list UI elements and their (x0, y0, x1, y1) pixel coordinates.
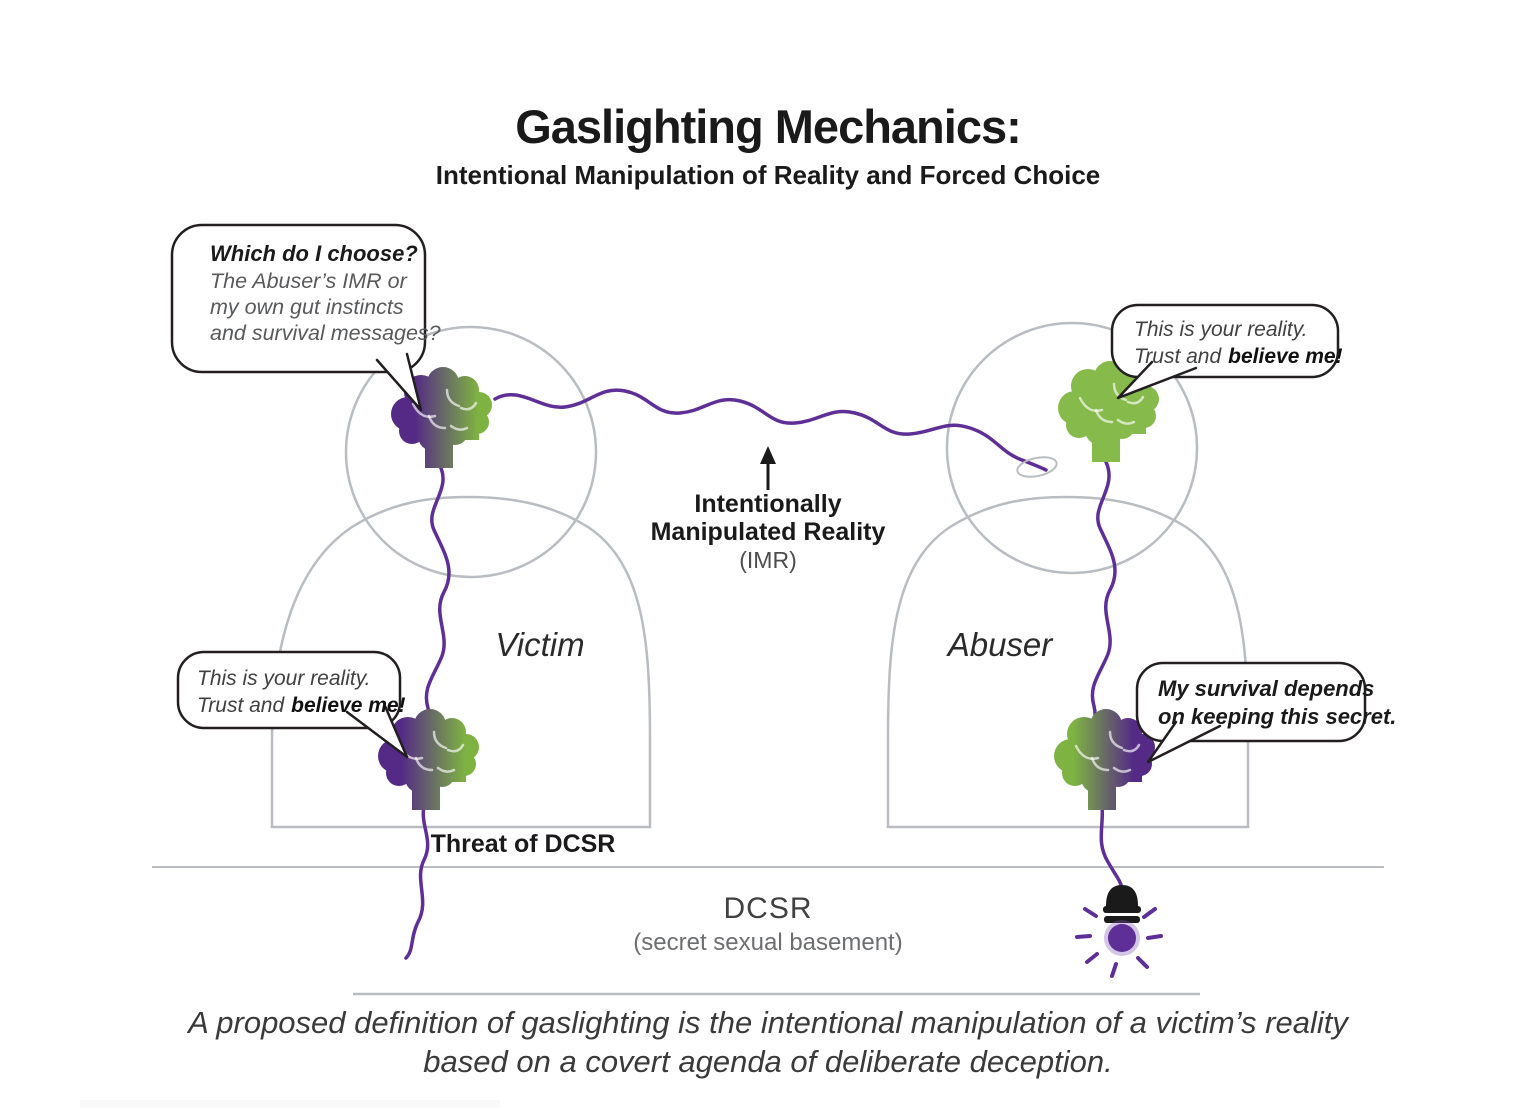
victim-label: Victim (495, 626, 584, 663)
victim-body-outline (270, 495, 652, 829)
abuser-head-bubble-line1: This is your reality. (1134, 318, 1308, 341)
abuser-label: Abuser (946, 626, 1055, 663)
caption-line2: based on a covert agenda of deliberate d… (423, 1044, 1112, 1079)
abuser-gut-bubble-line2: on keeping this secret. (1158, 704, 1396, 729)
victim-head-speech-bubble: Which do I choose? The Abuser’s IMR or m… (170, 223, 441, 412)
dcsr-subtitle: (secret sexual basement) (633, 929, 902, 956)
imr-label-line1: Intentionally (694, 490, 841, 518)
page-title: Gaslighting Mechanics: (515, 100, 1021, 153)
abuser-cord (1089, 460, 1124, 890)
victim-head-bubble-line4: and survival messages? (210, 321, 441, 345)
victim-head-bubble-line1: Which do I choose? (210, 241, 418, 266)
cutoff-text-remnant (80, 1100, 500, 1108)
speech-bubble-tail-icon (375, 352, 423, 412)
victim-gut-bubble-line1: This is your reality. (197, 667, 371, 690)
speech-bubble-tail-icon (1146, 720, 1222, 764)
page-subtitle: Intentional Manipulation of Reality and … (436, 160, 1101, 190)
imr-wave-line (493, 388, 1048, 472)
abuser-body-outline (886, 495, 1250, 829)
abuser-ear-icon (1016, 456, 1058, 478)
imr-label-line3: (IMR) (739, 547, 796, 573)
imr-label-line2: Manipulated Reality (651, 518, 886, 546)
figure-outlines (152, 321, 1384, 996)
bulb-rays-icon (1075, 907, 1163, 978)
imr-annotation: Intentionally Manipulated Reality (IMR) (651, 446, 886, 573)
imr-arrowhead-icon (760, 446, 776, 464)
abuser-gut-speech-bubble: My survival depends on keeping this secr… (1135, 661, 1396, 764)
abuser-head-outline (945, 321, 1199, 575)
victim-head-bubble-line2: The Abuser’s IMR or (210, 269, 408, 293)
victim-head-outline (344, 325, 598, 579)
victim-head-bubble-line3: my own gut instincts (210, 295, 404, 319)
threat-of-dcsr-label: Threat of DCSR (431, 830, 616, 858)
caption-line1: A proposed definition of gaslighting is … (186, 1005, 1350, 1040)
speech-bubble-tail-icon (345, 704, 409, 759)
gaslight-bulb-icon (1075, 885, 1163, 978)
abuser-gut-bubble-line1: My survival depends (1158, 676, 1374, 701)
dcsr-title: DCSR (723, 892, 812, 925)
speech-bubble-tail-icon (1116, 360, 1198, 400)
